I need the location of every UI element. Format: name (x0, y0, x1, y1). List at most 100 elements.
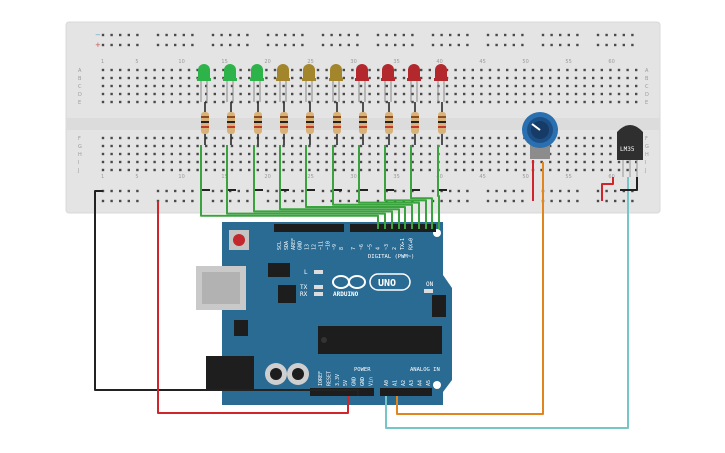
power-header[interactable] (310, 388, 374, 396)
wires[interactable] (94, 145, 638, 429)
rail-minus-label: − (95, 31, 101, 39)
column-number: 25 (307, 174, 313, 180)
resistor[interactable] (333, 102, 341, 145)
column-number: 5 (135, 174, 138, 180)
icsp-header (268, 263, 290, 277)
digital-pin-label: ~3 (384, 244, 390, 250)
l-led-label: L (304, 269, 308, 276)
column-number: 25 (307, 59, 313, 65)
power-label: POWER (354, 367, 371, 373)
resistor[interactable] (438, 102, 446, 145)
analog-pin-label: A2 (401, 380, 407, 386)
column-number: 45 (479, 174, 485, 180)
column-number: 50 (522, 59, 528, 65)
led-green[interactable] (250, 64, 264, 102)
led-array[interactable] (197, 64, 448, 102)
tx-label: TX (300, 284, 308, 291)
resistor[interactable] (280, 102, 288, 145)
led-red[interactable] (407, 64, 421, 102)
row-letter: A (645, 68, 649, 74)
column-number: 5 (135, 59, 138, 65)
sensor-ground-wire[interactable] (620, 177, 638, 191)
row-letter: E (78, 100, 81, 106)
row-letter: B (78, 76, 82, 82)
digital-pin-label: 8 (339, 247, 345, 250)
potentiometer-wire[interactable] (396, 162, 544, 415)
digital-pin-label: ~10 (325, 241, 331, 250)
power-pin-label: Vin (368, 377, 374, 386)
resistor[interactable] (254, 102, 262, 145)
led-signal-wire[interactable] (253, 145, 393, 229)
analog-pin-label: A3 (409, 380, 415, 386)
column-number: 10 (178, 174, 184, 180)
led-signal-wire[interactable] (332, 145, 413, 229)
led-signal-wire[interactable] (437, 145, 440, 229)
column-number: 20 (264, 174, 270, 180)
led-yellow[interactable] (329, 64, 343, 102)
row-letter: F (645, 136, 648, 142)
digital-pin-label: TX▸1 (400, 238, 406, 250)
potentiometer[interactable] (522, 112, 558, 159)
led-signal-wire[interactable] (358, 145, 420, 229)
row-letter: C (645, 84, 649, 90)
column-number: 15 (221, 59, 227, 65)
led-red[interactable] (355, 64, 369, 102)
row-letter: H (78, 152, 82, 158)
atmega-chip (318, 326, 442, 354)
digital-header-left[interactable] (274, 224, 344, 232)
analog-pin-label: A0 (384, 380, 390, 386)
resistor-array[interactable] (201, 102, 446, 145)
led-signal-wire[interactable] (410, 145, 433, 229)
rail-plus-label: + (95, 41, 101, 49)
digital-pin-label: 2 (392, 247, 398, 250)
digital-pin-label: ~9 (332, 244, 338, 250)
resistor[interactable] (227, 102, 235, 145)
ground-wire[interactable] (94, 190, 359, 396)
analog-pin-label: A1 (392, 380, 398, 386)
row-letter: G (645, 144, 649, 150)
resistor[interactable] (201, 102, 209, 145)
led-yellow[interactable] (302, 64, 316, 102)
led-green[interactable] (223, 64, 237, 102)
sensor-wire[interactable] (385, 177, 629, 429)
sensor-power-wire[interactable] (601, 177, 614, 201)
led-signal-wire[interactable] (279, 145, 400, 229)
row-letter: F (78, 136, 81, 142)
column-number: 40 (436, 174, 442, 180)
temperature-sensor[interactable]: LM35 (617, 125, 643, 177)
sensor-label: LM35 (620, 146, 635, 153)
row-letter: J (77, 168, 79, 174)
column-number: 10 (178, 59, 184, 65)
resistor[interactable] (411, 102, 419, 145)
resistor[interactable] (359, 102, 367, 145)
row-letter: E (645, 100, 648, 106)
power-pin-label: 5V (343, 380, 349, 386)
led-red[interactable] (381, 64, 395, 102)
usb-chip (278, 285, 296, 303)
led-green[interactable] (197, 64, 211, 102)
row-letter: G (78, 144, 82, 150)
digital-pin-label: RX◂0 (408, 238, 414, 250)
digital-pin-label: ~5 (367, 244, 373, 250)
led-signal-wire[interactable] (200, 145, 379, 229)
row-letter: C (78, 84, 82, 90)
digital-pin-label: AREF (291, 238, 297, 250)
led-signal-wire[interactable] (305, 145, 406, 229)
resistor[interactable] (385, 102, 393, 145)
resistor[interactable] (306, 102, 314, 145)
five-volt-wire[interactable] (157, 201, 349, 414)
column-number: 35 (393, 59, 399, 65)
analog-pin-label: A5 (426, 380, 432, 386)
power-pin-label: RESET (326, 371, 332, 386)
led-yellow[interactable] (276, 64, 290, 102)
led-signal-wire[interactable] (384, 145, 427, 229)
analog-header[interactable] (380, 388, 432, 396)
column-number: 45 (479, 59, 485, 65)
power-pin-label: IOREF (318, 371, 324, 386)
led-signal-wire[interactable] (226, 145, 386, 229)
rx-label: RX (300, 291, 308, 298)
led-red[interactable] (434, 64, 448, 102)
digital-pin-label: ~6 (359, 244, 365, 250)
